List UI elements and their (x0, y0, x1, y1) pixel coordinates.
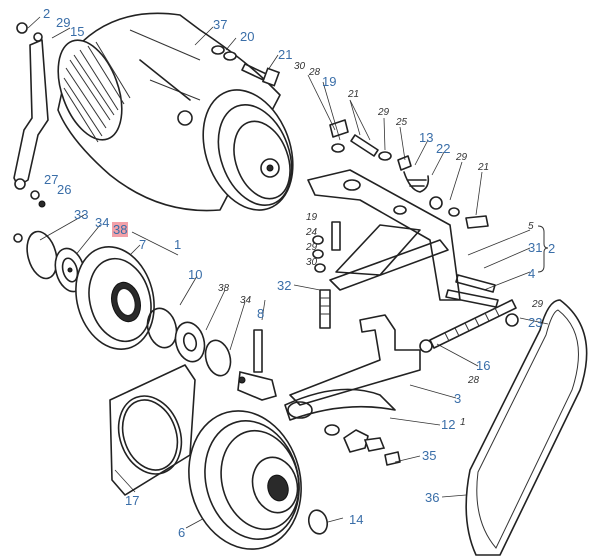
pulley-shaft (237, 329, 277, 401)
callout-27: 27 (44, 172, 59, 187)
callout-12: 12 (441, 417, 456, 432)
callout-6: 6 (178, 525, 186, 540)
tension-rod (419, 299, 519, 353)
callout-2-top-left: 2 (43, 6, 51, 21)
callout-30-top: 30 (294, 61, 306, 72)
spacer-ring-and-bearing (146, 307, 232, 377)
lower-fasteners (324, 424, 401, 466)
small-hardware-top (211, 45, 489, 229)
main-pulley (188, 410, 302, 550)
callout-15: 15 (70, 24, 85, 39)
callout-4: 4 (528, 266, 536, 281)
callout-14: 14 (349, 512, 364, 527)
adjusting-arm (284, 314, 421, 421)
callout-38-highlighted[interactable]: 38 (112, 222, 129, 237)
callout-26: 26 (57, 182, 72, 197)
drive-belt (465, 299, 588, 556)
callout-28-small: 28 (468, 375, 480, 386)
callout-24-small: 24 (306, 227, 318, 238)
callout-28-top: 28 (309, 67, 321, 78)
callout-8: 8 (257, 306, 265, 321)
callout-29-far-right: 29 (532, 299, 544, 310)
callout-34-lower: 34 (240, 295, 252, 306)
callout-22: 22 (436, 141, 451, 156)
gasket-plate (109, 364, 196, 496)
callout-7: 7 (139, 237, 147, 252)
callout-19-top: 19 (322, 74, 337, 89)
callout-29-top-left: 29 (56, 15, 71, 30)
callout-21-mid: 21 (348, 89, 360, 100)
callout-1: 1 (174, 237, 182, 252)
callout-32: 32 (277, 278, 292, 293)
mounting-bracket (307, 169, 499, 308)
callout-3: 3 (454, 391, 462, 406)
callout-13: 13 (419, 130, 434, 145)
pulley-half (75, 246, 155, 350)
callout-16: 16 (476, 358, 491, 373)
callout-17: 17 (125, 493, 140, 508)
callout-29-small: 29 (306, 242, 318, 253)
callout-29-mid: 29 (378, 107, 390, 118)
upper-link-bar (13, 22, 49, 208)
cooling-fins (63, 41, 131, 143)
callout-23: 23 (528, 315, 543, 330)
callout-29-right: 29 (456, 152, 468, 163)
callout-37: 37 (213, 17, 228, 32)
callout-5: 5 (528, 221, 534, 232)
generator-body (57, 12, 294, 212)
callout-34-left: 34 (95, 215, 110, 230)
callout-21-top: 21 (278, 47, 293, 62)
callout-19-small: 19 (306, 212, 318, 223)
callout-1-small: 1 (460, 417, 466, 428)
callout-30-small: 30 (306, 257, 318, 268)
callout-21-right: 21 (478, 162, 490, 173)
snap-ring (307, 509, 329, 535)
callout-2-right: 2 (548, 241, 556, 256)
callout-36: 36 (425, 490, 440, 505)
callout-33: 33 (74, 207, 89, 222)
callout-10: 10 (188, 267, 203, 282)
bracket-bolts (312, 221, 341, 329)
callout-35: 35 (422, 448, 437, 463)
callout-20: 20 (240, 29, 255, 44)
callout-38-lower: 38 (218, 283, 230, 294)
callout-25: 25 (396, 117, 408, 128)
callout-31: 31 (528, 240, 543, 255)
